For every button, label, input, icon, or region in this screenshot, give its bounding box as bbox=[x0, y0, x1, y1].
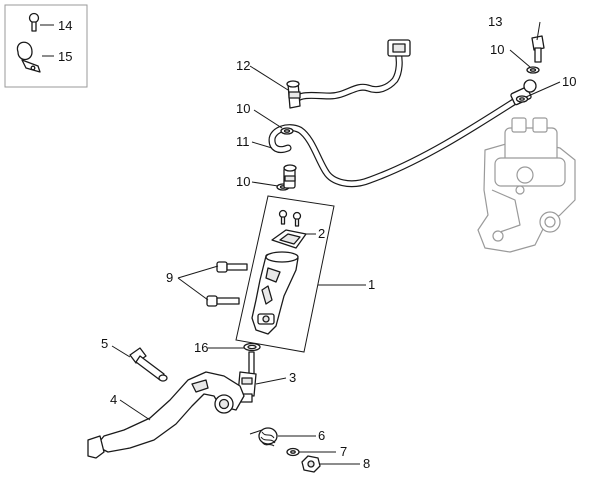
mounting-bolt-9-a bbox=[216, 261, 248, 273]
master-cylinder-body bbox=[251, 251, 299, 335]
callout-11: 11 bbox=[236, 134, 250, 149]
callout-14: 14 bbox=[58, 18, 72, 33]
callout-15: 15 bbox=[58, 49, 72, 64]
callout-8: 8 bbox=[363, 456, 370, 471]
nut-8 bbox=[301, 455, 321, 473]
callout-5: 5 bbox=[101, 336, 108, 351]
master-cylinder-box bbox=[235, 195, 335, 353]
callout-4: 4 bbox=[110, 392, 117, 407]
pivot-bolt-5 bbox=[129, 347, 168, 382]
callout-3: 3 bbox=[289, 370, 296, 385]
callout-10-b: 10 bbox=[562, 74, 576, 89]
callout-12: 12 bbox=[236, 58, 250, 73]
banjo-fitting-11 bbox=[283, 164, 297, 189]
banjo-bolt-13 bbox=[531, 35, 545, 63]
callout-16: 16 bbox=[194, 340, 208, 355]
cap-screw-a bbox=[278, 209, 288, 225]
washer-10-c bbox=[280, 127, 294, 135]
callout-1: 1 bbox=[368, 277, 375, 292]
clamp-15 bbox=[16, 41, 41, 73]
rear-brake-caliper bbox=[477, 117, 576, 253]
pushrod-3 bbox=[237, 351, 257, 403]
callout-13: 13 bbox=[488, 14, 502, 29]
washer-10-a bbox=[526, 66, 540, 74]
callout-7: 7 bbox=[340, 444, 347, 459]
brake-pedal-4 bbox=[87, 371, 245, 459]
screw-14 bbox=[28, 12, 40, 32]
leader-lines bbox=[111, 21, 561, 465]
callout-2: 2 bbox=[318, 226, 325, 241]
cap-screw-b bbox=[292, 211, 302, 227]
callout-labels: 14 15 12 13 10 10 10 11 10 2 1 9 16 3 5 … bbox=[58, 14, 576, 471]
mounting-bolt-9-b bbox=[206, 295, 240, 307]
callout-10-a: 10 bbox=[490, 42, 504, 57]
inset-box bbox=[4, 4, 88, 88]
callout-9: 9 bbox=[166, 270, 173, 285]
callout-6: 6 bbox=[318, 428, 325, 443]
callout-10-c: 10 bbox=[236, 101, 250, 116]
o-ring-16 bbox=[243, 342, 261, 352]
banjo-fitting-12 bbox=[286, 80, 301, 109]
reservoir-cap-2 bbox=[271, 209, 307, 249]
washer-7 bbox=[286, 447, 300, 457]
washer-10-b bbox=[515, 95, 529, 103]
brake-hose bbox=[268, 39, 537, 188]
return-spring-6 bbox=[249, 427, 278, 447]
callout-10-d: 10 bbox=[236, 174, 250, 189]
